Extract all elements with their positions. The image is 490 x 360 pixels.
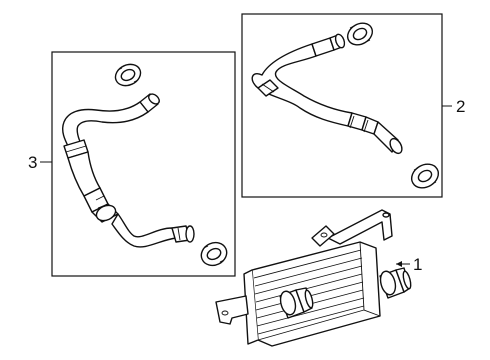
box-part-3 [51, 51, 236, 277]
o-ring-seal [200, 241, 228, 267]
oil-cooler [215, 209, 412, 347]
cooler-line-lower [61, 93, 195, 248]
callout-arrow-1 [396, 261, 402, 267]
o-ring-seal [114, 63, 142, 87]
callout-3: 3 [28, 153, 37, 172]
o-ring-seal [346, 22, 374, 46]
o-ring-seal [410, 163, 440, 189]
cooler-line-upper [251, 33, 403, 155]
callout-1: 1 [413, 255, 422, 274]
callout-2: 2 [456, 97, 465, 116]
